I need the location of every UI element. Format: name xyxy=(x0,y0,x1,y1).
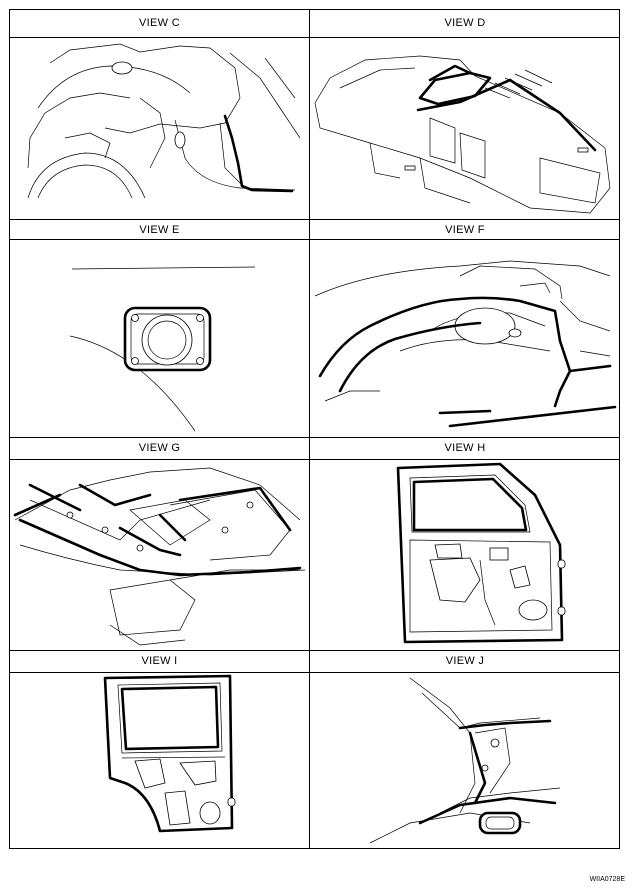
view-d-panel: VIEW D xyxy=(310,10,620,219)
row-divider xyxy=(10,650,619,651)
view-d-drawing xyxy=(310,38,620,219)
view-c-panel: VIEW C xyxy=(10,10,309,219)
view-c-drawing xyxy=(10,38,309,219)
wheelhouse-sealing-drawing xyxy=(314,260,617,428)
view-i-drawing xyxy=(10,673,309,849)
view-f-panel: VIEW F xyxy=(310,220,620,437)
view-h-label: VIEW H xyxy=(444,442,486,454)
figure-code: WIIA0728E xyxy=(589,876,625,883)
view-j-panel: VIEW J xyxy=(310,651,620,849)
roof-body-drawing xyxy=(314,55,611,214)
view-h-panel: VIEW H xyxy=(310,438,620,650)
rear-wheelhouse-drawing xyxy=(27,43,301,199)
front-door-drawing xyxy=(396,462,566,644)
view-d-label: VIEW D xyxy=(444,17,486,29)
header-rule xyxy=(10,239,619,240)
header-rule xyxy=(10,672,619,673)
header-rule xyxy=(10,37,619,38)
view-e-panel: VIEW E xyxy=(10,220,309,437)
pillar-floor-drawing xyxy=(369,677,561,844)
row-divider xyxy=(10,219,619,220)
view-j-label: VIEW J xyxy=(445,655,485,667)
column-divider xyxy=(309,10,310,848)
row-divider xyxy=(10,437,619,438)
view-f-drawing xyxy=(310,241,620,437)
fuel-filler-drawing xyxy=(69,266,256,432)
view-f-label: VIEW F xyxy=(445,224,485,236)
view-i-label: VIEW I xyxy=(141,655,178,667)
view-h-drawing xyxy=(310,460,620,650)
rear-door-drawing xyxy=(103,674,236,833)
header-rule xyxy=(10,459,619,460)
floor-panel-drawing xyxy=(13,467,306,646)
view-c-label: VIEW C xyxy=(139,17,180,29)
view-g-label: VIEW G xyxy=(138,442,181,454)
view-g-panel: VIEW G xyxy=(10,438,309,650)
view-g-drawing xyxy=(10,460,309,650)
views-grid: VIEW C VIEW D xyxy=(9,9,620,849)
view-i-panel: VIEW I xyxy=(10,651,309,849)
view-j-drawing xyxy=(310,673,620,849)
view-e-drawing xyxy=(10,241,309,437)
view-e-label: VIEW E xyxy=(139,224,180,236)
